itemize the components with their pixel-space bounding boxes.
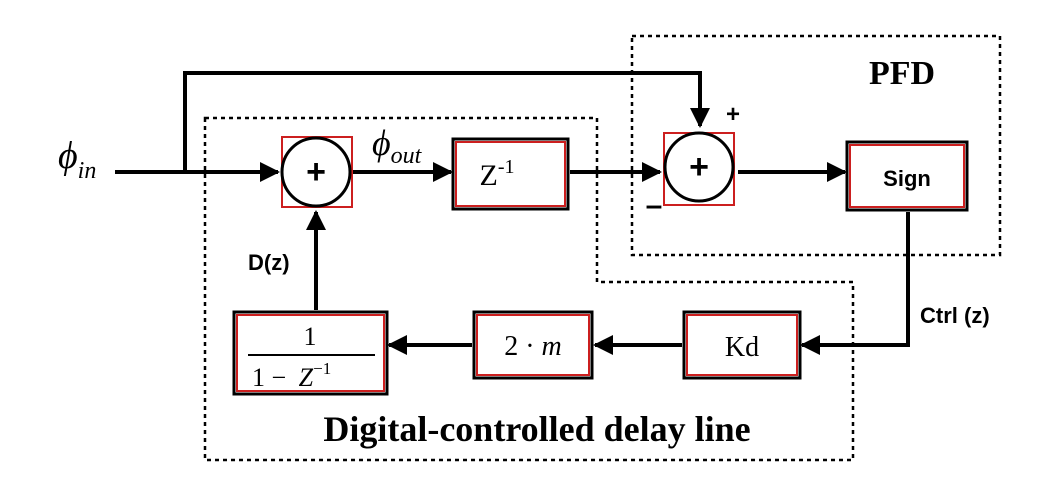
ctrl-label: Ctrl (z) <box>920 303 990 328</box>
integrator-denominator-var: Z <box>299 363 314 392</box>
pfd-region-border <box>630 34 1002 257</box>
integrator-numerator: 1 <box>304 322 317 351</box>
adder2-plus-input-sign: + <box>726 101 740 128</box>
gain-block: 2 · m <box>472 310 594 380</box>
phi-out-symbol: ϕ <box>372 123 391 163</box>
adder2-minus-input-sign: – <box>646 189 663 222</box>
gain-variable: m <box>542 331 562 362</box>
pfd-label: PFD <box>869 55 935 92</box>
feedforward-line <box>183 71 710 172</box>
kd-label: Kd <box>725 332 759 363</box>
dz-label: D(z) <box>248 250 290 275</box>
integrator-block: 1 1 − Z−1 <box>232 310 389 396</box>
adder2-plus-symbol: + <box>689 148 709 186</box>
svg-text:1 − Z−1: 1 − Z−1 <box>252 359 331 392</box>
adder1: + <box>280 136 353 208</box>
svg-text:ϕin: ϕin <box>58 135 96 184</box>
integrator-denominator-exp: −1 <box>313 359 331 378</box>
sign-label: Sign <box>883 166 931 191</box>
delay-block: Z-1 <box>451 137 570 211</box>
gain-text: 2 · <box>504 331 541 362</box>
sign-block: Sign <box>845 140 969 212</box>
delay-exp-text: -1 <box>498 156 515 178</box>
delay-base-text: Z <box>480 159 498 192</box>
integrator-denominator: 1 − <box>252 363 286 392</box>
adder1-plus-symbol: + <box>306 153 326 191</box>
ctrl-line <box>800 212 910 355</box>
phi-in-subscript: in <box>78 158 97 184</box>
phi-out-subscript: out <box>391 143 423 169</box>
delay-line-label: Digital-controlled delay line <box>323 409 750 449</box>
kd-block: Kd <box>682 310 802 380</box>
adder2: + <box>663 131 735 206</box>
svg-text:2 · m: 2 · m <box>504 331 562 362</box>
svg-text:ϕout: ϕout <box>372 123 423 169</box>
svg-text:Z-1: Z-1 <box>480 156 515 192</box>
phi-in-symbol: ϕ <box>58 135 78 177</box>
delay-line-region-border <box>203 116 855 462</box>
